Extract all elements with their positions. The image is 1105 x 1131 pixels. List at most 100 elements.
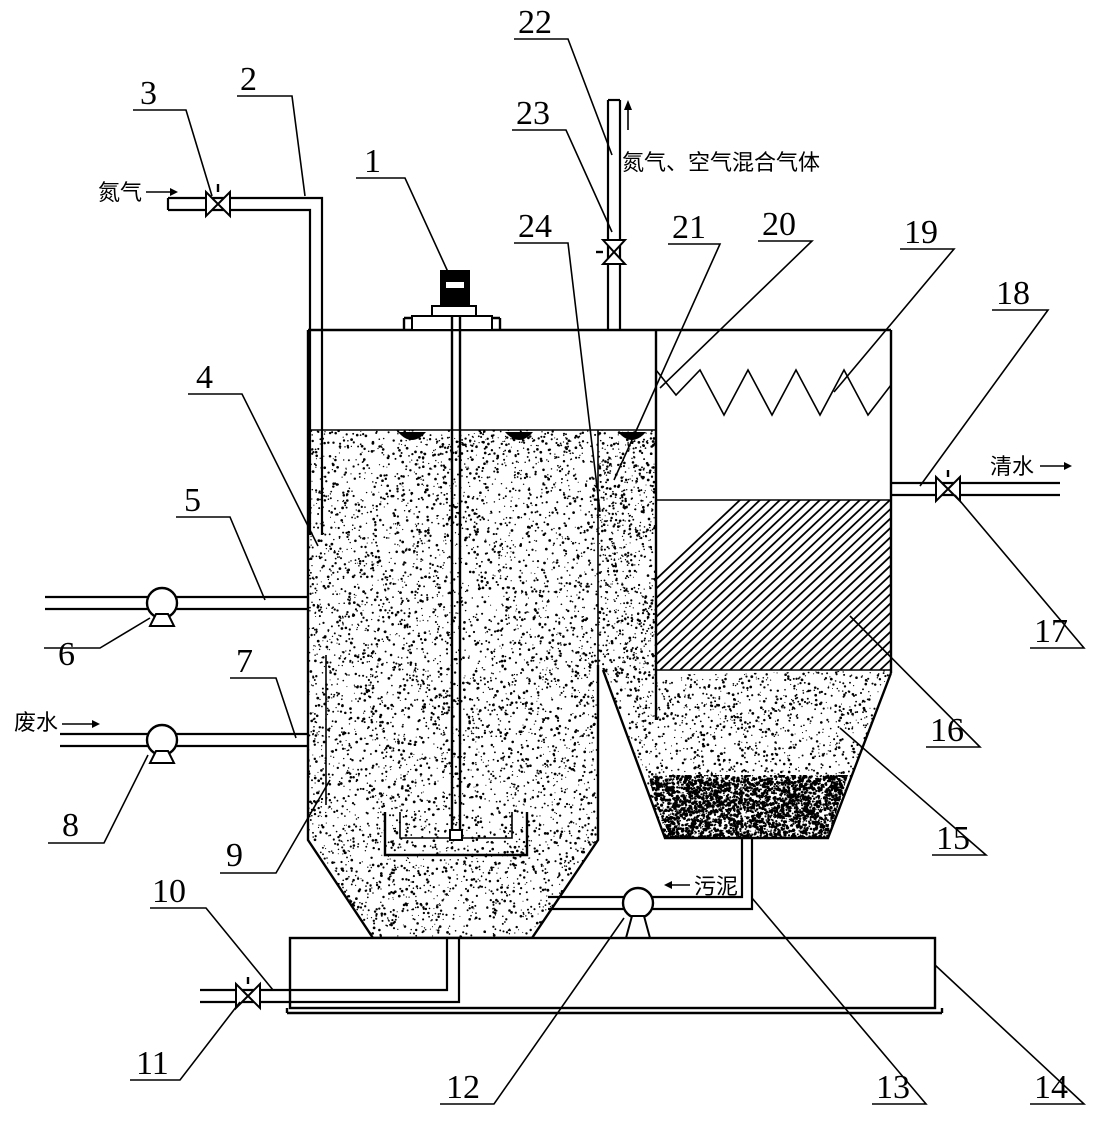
granule — [580, 585, 582, 588]
granule — [353, 915, 356, 918]
granule — [544, 871, 547, 875]
granule — [475, 762, 477, 764]
granule — [568, 909, 571, 913]
granule — [364, 684, 368, 687]
granule — [428, 830, 431, 833]
granule — [594, 769, 596, 771]
granule — [487, 489, 490, 492]
granule — [317, 513, 320, 515]
granule — [550, 645, 553, 648]
granule — [445, 450, 448, 454]
granule — [482, 433, 485, 436]
granule — [322, 883, 324, 885]
granule — [411, 914, 413, 916]
granule — [414, 667, 417, 670]
granule — [509, 815, 512, 818]
granule — [478, 709, 482, 712]
granule — [500, 634, 503, 637]
granule — [538, 593, 541, 596]
granule — [544, 881, 547, 884]
granule — [389, 858, 391, 860]
granule — [350, 560, 352, 562]
granule — [574, 670, 578, 674]
granule — [462, 762, 466, 766]
granule — [563, 450, 566, 453]
granule — [392, 827, 395, 830]
granule — [376, 828, 379, 830]
granule — [512, 770, 514, 773]
granule — [557, 750, 559, 752]
granule — [469, 485, 471, 488]
granule — [378, 491, 380, 493]
granule — [537, 566, 539, 568]
granule — [370, 643, 373, 646]
granule — [410, 644, 414, 647]
granule — [505, 693, 507, 695]
granule — [313, 793, 315, 795]
granule — [382, 820, 385, 822]
granule — [457, 859, 459, 861]
granule — [522, 726, 526, 730]
granule — [474, 616, 477, 619]
granule — [505, 591, 508, 594]
granule — [546, 580, 549, 583]
granule — [402, 903, 406, 907]
granule — [519, 770, 521, 772]
granule — [439, 660, 441, 663]
granule — [485, 486, 488, 489]
granule — [507, 832, 510, 835]
granule — [367, 654, 370, 657]
granule — [398, 635, 400, 637]
granule — [512, 510, 514, 512]
granule — [347, 633, 351, 636]
granule — [412, 800, 416, 804]
granule — [572, 925, 575, 928]
granule — [397, 623, 400, 626]
granule — [390, 871, 394, 875]
granule — [562, 686, 565, 689]
granule — [352, 524, 354, 526]
granule — [341, 747, 345, 751]
granule — [329, 547, 333, 551]
granule — [322, 564, 325, 568]
granule — [512, 640, 514, 642]
granule — [513, 615, 516, 619]
granule — [312, 882, 315, 885]
granule — [504, 780, 506, 782]
granule — [580, 657, 583, 659]
granule — [518, 845, 520, 848]
granule — [344, 815, 346, 817]
granule — [542, 764, 544, 766]
granule — [528, 857, 530, 859]
granule — [431, 914, 434, 916]
granule — [595, 704, 597, 706]
granule — [309, 860, 311, 862]
granule — [497, 867, 499, 869]
granule — [583, 529, 586, 532]
granule — [386, 721, 390, 725]
granule — [364, 767, 368, 771]
granule — [336, 638, 339, 640]
granule — [425, 691, 428, 694]
granule — [556, 821, 559, 824]
granule — [560, 830, 564, 834]
granule — [320, 797, 324, 801]
granule — [471, 435, 474, 438]
granule — [564, 683, 568, 687]
granule — [550, 655, 554, 658]
granule — [558, 621, 561, 624]
granule — [438, 884, 440, 886]
granule — [550, 433, 554, 436]
granule — [528, 458, 530, 460]
granule — [542, 906, 544, 908]
granule — [349, 775, 353, 779]
granule — [426, 598, 429, 601]
granule — [519, 544, 522, 547]
granule — [398, 843, 401, 846]
granule — [530, 511, 533, 514]
granule — [472, 538, 475, 542]
granule — [564, 566, 566, 568]
granule — [347, 538, 350, 541]
granule — [390, 769, 392, 771]
granule — [367, 624, 370, 627]
